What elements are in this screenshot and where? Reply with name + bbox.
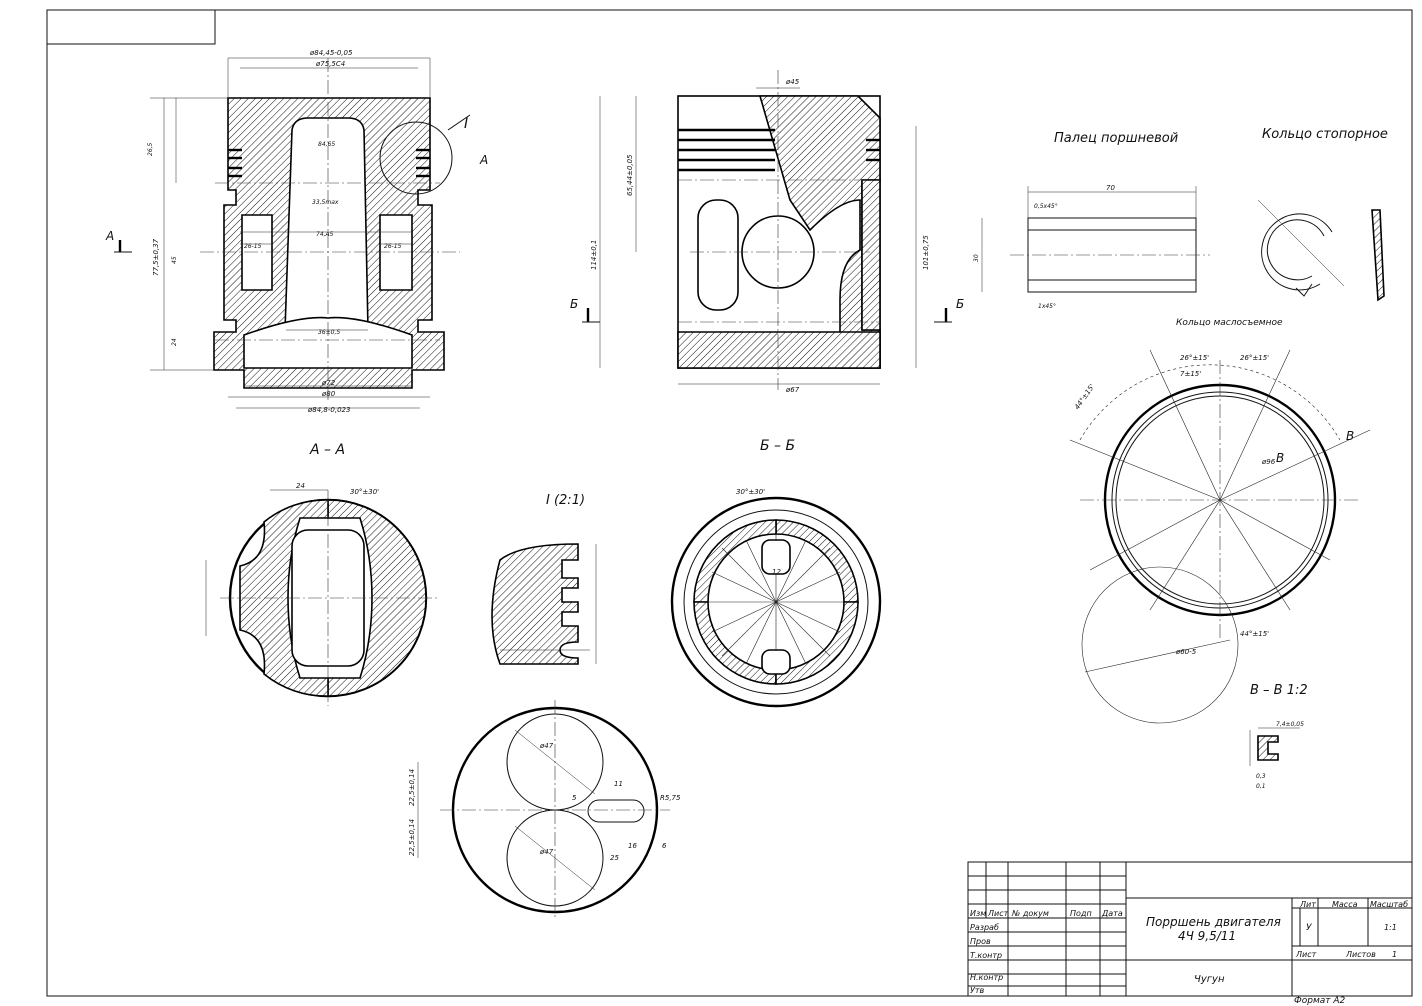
tb-name-line2: 4Ч 9,5/11	[1178, 929, 1236, 943]
section-mark-v-2: В	[1346, 429, 1354, 443]
dim-2615-right: 26-15	[384, 243, 402, 250]
dim-45: 45	[171, 256, 178, 264]
tb-row-nkontr: Н.контр	[970, 973, 1003, 982]
tb-sheet-label: Лист	[1295, 950, 1317, 959]
tb-col-podp: Подп	[1070, 909, 1092, 918]
section-bb-12: 12	[772, 568, 781, 576]
piston-side-view	[599, 70, 917, 390]
retaining-ring	[1257, 199, 1385, 302]
pin-length: 70	[1106, 184, 1115, 192]
dim-36: 36±0,5	[318, 329, 340, 336]
piston-pin	[981, 186, 1210, 293]
detail-i-title: I (2:1)	[546, 493, 585, 508]
tb-scale-header: Масштаб	[1370, 900, 1408, 909]
dim-1010: 101±0,75	[922, 235, 930, 270]
oil-ring-dia-60: ø60-5	[1175, 648, 1197, 656]
dim-72: ø72	[321, 379, 336, 387]
oil-ring-angle-3: 7±15'	[1180, 370, 1201, 378]
dim-6544: 65,44±0,05	[626, 154, 634, 196]
dim-775: 77,5±0,37	[152, 238, 160, 276]
piston-front-view	[150, 57, 471, 409]
top-view-225a: 22,5±0,14	[408, 769, 416, 806]
dim-45-side: ø45	[785, 78, 800, 86]
tb-sheets-label: Листов	[1345, 950, 1376, 959]
dim-265: 26,5	[147, 142, 154, 156]
tb-mass-header: Масса	[1332, 900, 1358, 909]
section-mark-v-1: В	[1276, 451, 1284, 465]
detail-mark-i: I	[464, 116, 468, 132]
dim-80: ø80	[321, 390, 336, 398]
oil-ring-angle-5: 44°±15'	[1240, 630, 1269, 638]
dim-top-dia-2: ø75,5С4	[315, 60, 345, 68]
dim-848: ø84,8-0,023	[307, 406, 350, 414]
section-bb-title: Б – Б	[760, 438, 795, 454]
tb-sheets-value: 1	[1392, 950, 1397, 959]
dim-top-dia-1: ø84,45-0,05	[309, 49, 353, 57]
section-vv	[1249, 727, 1300, 766]
section-aa-24: 24	[296, 482, 305, 490]
oil-ring-angle-4: 44°±15'	[1073, 383, 1096, 411]
tb-material: Чугун	[1194, 974, 1225, 985]
section-aa	[205, 489, 440, 706]
pin-chamfer-2: 1х45°	[1038, 303, 1056, 310]
dim-8465: 84,65	[318, 141, 335, 148]
format-label: Формат А2	[1294, 996, 1346, 1006]
tb-row-razrab: Разраб	[970, 923, 999, 932]
oil-ring-angle-2: 26°±15'	[1240, 354, 1269, 362]
top-view-5: 5	[572, 794, 577, 802]
detail-i	[491, 543, 597, 665]
section-mark-a-right: А	[479, 153, 488, 167]
tb-col-izm: Изм	[970, 909, 986, 918]
oil-control-ring	[1069, 349, 1371, 724]
dim-335: 33,5max	[312, 199, 339, 206]
oil-ring-dia: ø96	[1261, 458, 1276, 466]
top-view-16: 16	[628, 842, 637, 850]
section-vv-dim-03: 0,3	[1256, 773, 1266, 780]
pin-chamfer-1: 0,5х45°	[1034, 203, 1058, 210]
pin-dia: 30	[973, 254, 980, 262]
tb-row-utv: Утв	[970, 986, 985, 995]
top-view-47a: ø47	[539, 742, 554, 750]
dim-2615-left: 26-15	[244, 243, 262, 250]
section-vv-title: В – В 1:2	[1250, 683, 1308, 698]
tb-col-doc: № докум	[1011, 909, 1049, 918]
top-view-6: 6	[662, 842, 667, 850]
tb-row-prov: Пров	[970, 937, 991, 946]
section-aa-angle: 30°±30'	[350, 488, 379, 496]
top-view-225b: 22,5±0,14	[408, 819, 416, 856]
section-mark-b-right: Б	[956, 297, 964, 311]
top-view-47b: ø47	[539, 848, 554, 856]
piston-top-view	[417, 700, 670, 920]
tb-row-tkontr: Т.контр	[970, 951, 1002, 960]
top-view-11: 11	[614, 780, 623, 788]
ring-title: Кольцо стопорное	[1262, 127, 1388, 142]
section-mark-b-left: Б	[570, 297, 578, 311]
tb-name-line1: Порршень двигателя	[1146, 915, 1281, 929]
dim-67: ø67	[785, 386, 800, 394]
tb-col-data: Дата	[1101, 909, 1123, 918]
section-aa-title: А – А	[309, 442, 345, 458]
oil-ring-angle-1: 26°±15'	[1180, 354, 1209, 362]
top-view-r575: R5,75	[660, 794, 681, 802]
top-left-stamp-box	[46, 9, 216, 45]
tb-col-list: Лист	[987, 909, 1009, 918]
title-block	[967, 861, 1413, 997]
section-bb	[670, 496, 882, 708]
section-mark-a-left: А	[105, 229, 114, 243]
dim-745: 74,А5	[316, 231, 334, 238]
top-view-25: 25	[610, 854, 619, 862]
tb-scale-value: 1:1	[1384, 923, 1397, 932]
tb-lit-value: У	[1306, 923, 1312, 933]
outer-frame	[46, 9, 1413, 997]
pin-title: Палец поршневой	[1054, 131, 1178, 146]
tb-lit-header: Лит	[1299, 900, 1316, 909]
section-vv-dim: 7,4±0,05	[1276, 721, 1304, 728]
dim-114: 114±0,1	[590, 240, 598, 270]
oil-ring-title: Кольцо маслосъемное	[1176, 318, 1283, 328]
section-vv-dim-01: 0,1	[1256, 783, 1266, 790]
section-bb-angle: 30°±30'	[736, 488, 765, 496]
dim-24: 24	[171, 338, 178, 346]
